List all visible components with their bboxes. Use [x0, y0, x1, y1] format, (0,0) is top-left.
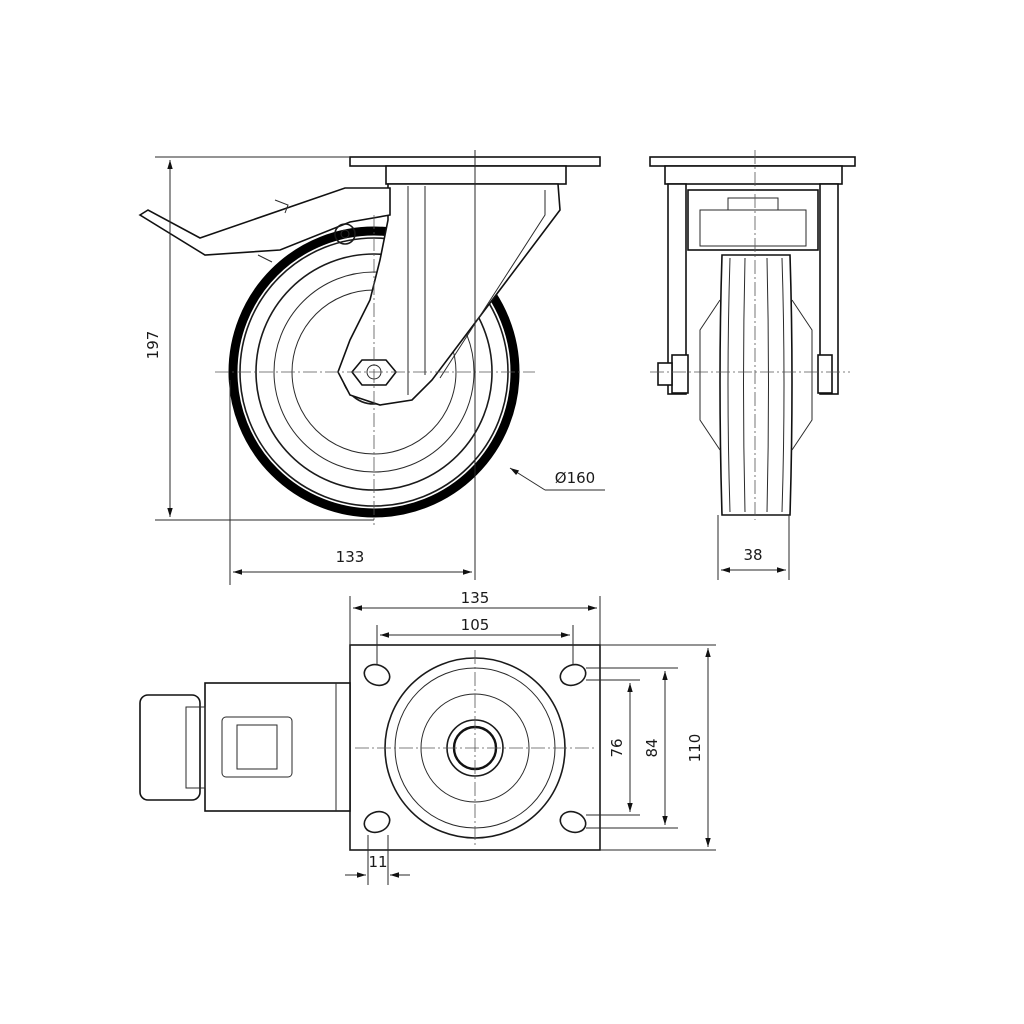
front-fork-right	[819, 183, 839, 395]
top-hole-tl	[363, 663, 391, 687]
side-brake-pivot	[334, 223, 356, 245]
side-view	[138, 150, 601, 580]
dim-110-label: 110	[686, 734, 704, 763]
front-dimensions: 38	[717, 515, 790, 580]
side-brake-pad	[257, 254, 273, 263]
top-brake-pedal-neck	[185, 706, 206, 789]
dim-76-label: 76	[608, 738, 626, 757]
dim-160-leader	[509, 467, 546, 491]
side-swivel-ring	[385, 165, 567, 185]
front-brake-housing	[687, 189, 819, 251]
front-fork-left	[667, 183, 687, 395]
front-axle-bolt-head	[657, 362, 673, 386]
front-axle-nut-right	[817, 354, 833, 394]
front-wheel	[719, 254, 793, 516]
dim-197-label: 197	[144, 331, 162, 360]
front-brake-top	[727, 197, 779, 211]
top-dimensions: 135 105 76 84 110 11	[345, 589, 716, 885]
side-brake-pivot-pin	[340, 229, 350, 239]
top-brake-inner	[236, 724, 278, 770]
top-brake-window	[221, 716, 293, 778]
front-hub-left	[699, 299, 721, 451]
top-view	[139, 644, 601, 851]
dim-11-label: 11	[368, 853, 387, 871]
dim-135-label: 135	[461, 589, 490, 607]
top-hole-tr	[559, 663, 587, 687]
side-fork	[337, 183, 561, 406]
front-view	[649, 150, 856, 520]
front-wheel-line-3	[766, 257, 769, 513]
dim-84-label: 84	[643, 738, 661, 757]
top-brake-pedal	[139, 694, 201, 801]
side-brake-clip	[274, 199, 289, 214]
top-hole-bl	[363, 810, 391, 834]
dim-133-label: 133	[336, 548, 365, 566]
front-hub-right	[791, 299, 813, 451]
front-top-plate	[649, 156, 856, 167]
side-brake-lever	[138, 187, 391, 256]
front-wheel-line-4	[781, 257, 785, 513]
dim-105-label: 105	[461, 616, 490, 634]
side-dimensions: 197 133 Ø160	[144, 156, 605, 585]
front-wheel-line-1	[727, 257, 731, 513]
front-wheel-line-2	[743, 257, 746, 513]
front-axle-nut-left	[671, 354, 689, 394]
top-hole-br	[559, 810, 587, 834]
front-swivel-ring	[664, 165, 843, 185]
dim-160-label: Ø160	[555, 469, 595, 487]
dim-38-label: 38	[743, 546, 762, 564]
